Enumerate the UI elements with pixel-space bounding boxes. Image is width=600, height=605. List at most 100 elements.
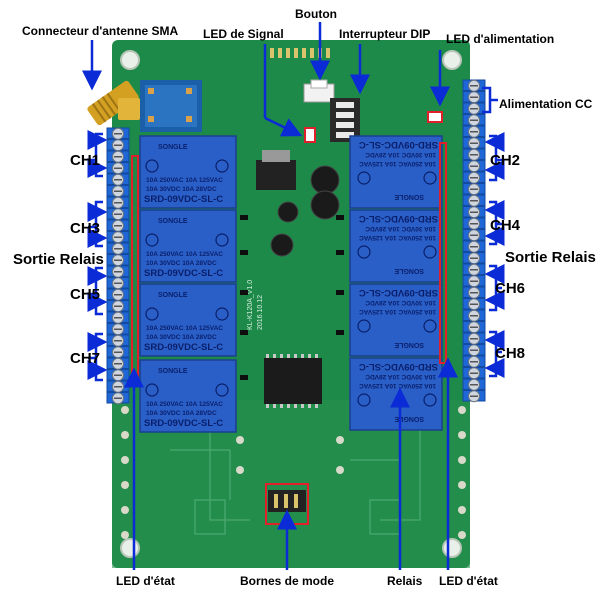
terminal [106,139,130,152]
terminal [106,196,130,209]
terminal [462,171,486,184]
terminal [462,194,486,207]
voltage-regulator [256,150,296,190]
relay-rating: 10A 30VDC 10A 28VDC [146,260,217,267]
relay-group: SONGLE SRD-09VDC-SL-C 10A 250VAC 10A 125VA… [139,135,443,433]
relay-rating: 10A 30VDC 10A 28VDC [365,373,436,380]
ch5-label: CH5 [70,286,101,303]
terminal [462,298,486,311]
status-led-right-label: LED d'état [439,574,498,588]
relay-brand: SONGLE [394,415,424,422]
relay: SONGLE SRD-09VDC-SL-C 10A 250VAC 10A 125VA… [349,283,443,357]
dip-switch [330,98,360,142]
mode-terminals [265,483,309,525]
terminal [106,392,130,405]
terminal [106,242,130,255]
relay-rating: 10A 30VDC 10A 28VDC [146,410,217,417]
terminal [462,321,486,334]
annotation-lines [82,22,505,570]
power-led [427,111,443,123]
relay-model: SRD-09VDC-SL-C [359,361,438,372]
relay: SONGLE SRD-09VDC-SL-C 10A 250VAC 10A 125VA… [139,135,237,209]
terminal [462,332,486,345]
terminal [462,206,486,219]
relay-brand: SONGLE [158,218,188,225]
terminal [106,265,130,278]
microcontroller-chip [264,354,322,408]
terminal [462,344,486,357]
terminal [462,160,486,173]
status-led-left-label: LED d'état [116,574,175,588]
dip-switch-label: Interrupteur DIP [339,27,431,41]
terminal [462,252,486,265]
terminal [106,254,130,267]
push-button [303,79,335,103]
terminal [106,277,130,290]
relay-rating: 10A 250VAC 10A 125VAC [359,308,436,315]
terminal [462,137,486,150]
button-label: Bouton [295,7,337,21]
relay-model: SRD-09VDC-SL-C [144,418,223,429]
relay-rating: 10A 30VDC 10A 28VDC [365,299,436,306]
ch3-label: CH3 [70,220,101,237]
signal-led [304,127,316,143]
relay-model: SRD-09VDC-SL-C [359,287,438,298]
relays-label: Relais [387,574,423,588]
terminal [462,286,486,299]
terminal [462,355,486,368]
terminal [462,217,486,230]
ch6-label: CH6 [495,280,526,297]
terminal [106,300,130,313]
terminal [462,309,486,322]
relay: SONGLE SRD-09VDC-SL-C 10A 250VAC 10A 125VA… [139,209,237,283]
board-date: 2016.10.12 [257,295,264,330]
relay-rating: 10A 250VAC 10A 125VAC [146,251,223,258]
terminal [462,91,486,104]
terminal [462,367,486,380]
terminal [106,380,130,393]
terminal [106,311,130,324]
rf-module [140,80,202,132]
capacitors [270,165,340,257]
terminal [462,102,486,115]
terminal [106,185,130,198]
ch7-label: CH7 [70,350,101,367]
relay-rating: 10A 250VAC 10A 125VAC [146,177,223,184]
relay-rating: 10A 250VAC 10A 125VAC [359,160,436,167]
relay-brand: SONGLE [394,341,424,348]
relay-brand: SONGLE [394,267,424,274]
terminal [106,219,130,232]
terminal [462,390,486,403]
terminal [106,288,130,301]
terminal [462,114,486,127]
terminal [106,334,130,347]
relay-output-right-label: Sortie Relais [505,249,596,266]
relay-rating: 10A 30VDC 10A 28VDC [146,186,217,193]
terminal [462,229,486,242]
terminal [106,162,130,175]
terminal [106,369,130,382]
relay-model: SRD-09VDC-SL-C [144,268,223,279]
ch2-label: CH2 [490,152,521,169]
ch8-label: CH8 [495,345,526,362]
terminal [106,231,130,244]
relay-brand: SONGLE [394,193,424,200]
relay-brand: SONGLE [158,144,188,151]
relay-rating: 10A 250VAC 10A 125VAC [146,325,223,332]
terminal [106,127,130,140]
signal-led-label: LED de Signal [203,27,284,41]
relay-brand: SONGLE [158,368,188,375]
terminal [106,150,130,163]
ch4-label: CH4 [490,217,521,234]
terminal [462,263,486,276]
terminal [462,148,486,161]
terminal [106,357,130,370]
ch1-label: CH1 [70,152,101,169]
relay-model: SRD-09VDC-SL-C [144,194,223,205]
